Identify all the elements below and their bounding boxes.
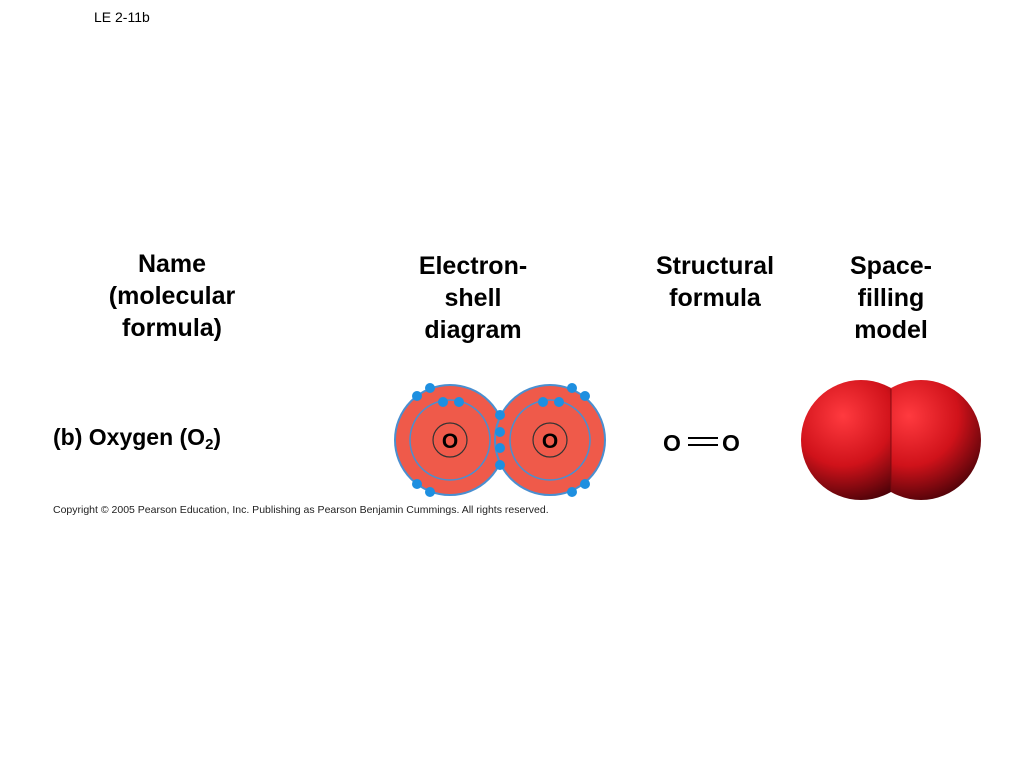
electron xyxy=(425,383,435,393)
structural-atom-right: O xyxy=(722,430,740,456)
sphere-right xyxy=(891,380,981,500)
electron xyxy=(580,391,590,401)
molecule-name-subscript: 2 xyxy=(205,436,214,453)
copyright-notice: Copyright © 2005 Pearson Education, Inc.… xyxy=(53,504,549,516)
electron xyxy=(425,487,435,497)
electron xyxy=(538,397,548,407)
slide-label: LE 2-11b xyxy=(94,9,150,25)
electrons xyxy=(412,383,590,497)
atom-symbol-right: O xyxy=(542,430,558,453)
electron xyxy=(495,427,505,437)
nucleus-ring-left xyxy=(432,422,468,458)
molecule-name-prefix: (b) Oxygen (O xyxy=(53,424,206,450)
molecule-name-suffix: ) xyxy=(213,424,222,450)
atom-left: O xyxy=(394,384,506,496)
heading-structural-formula: Structural formula xyxy=(655,252,775,312)
heading-electron-shell: Electron- shell diagram xyxy=(418,252,528,344)
electron-shell-diagram: O O xyxy=(394,383,606,497)
valence-ring-left xyxy=(409,399,491,481)
electron xyxy=(412,479,422,489)
valence-ring-right xyxy=(509,399,591,481)
nucleus-ring-right xyxy=(532,422,568,458)
structural-formula: O O xyxy=(663,430,740,456)
electron xyxy=(412,391,422,401)
electron xyxy=(495,443,505,453)
electron xyxy=(438,397,448,407)
electron xyxy=(567,487,577,497)
electron xyxy=(567,383,577,393)
structural-atom-left: O xyxy=(663,430,681,456)
atom-right: O xyxy=(494,384,606,496)
electron xyxy=(554,397,564,407)
heading-space-filling: Space- filling model xyxy=(850,252,932,344)
outer-shell-right xyxy=(494,384,606,496)
electron xyxy=(580,479,590,489)
electron xyxy=(495,460,505,470)
molecule-name: (b) Oxygen (O2) xyxy=(53,424,221,453)
heading-name: Name (molecular formula) xyxy=(108,250,236,342)
electron xyxy=(495,410,505,420)
space-filling-model xyxy=(801,380,981,500)
atom-symbol-left: O xyxy=(442,430,458,453)
electron xyxy=(454,397,464,407)
